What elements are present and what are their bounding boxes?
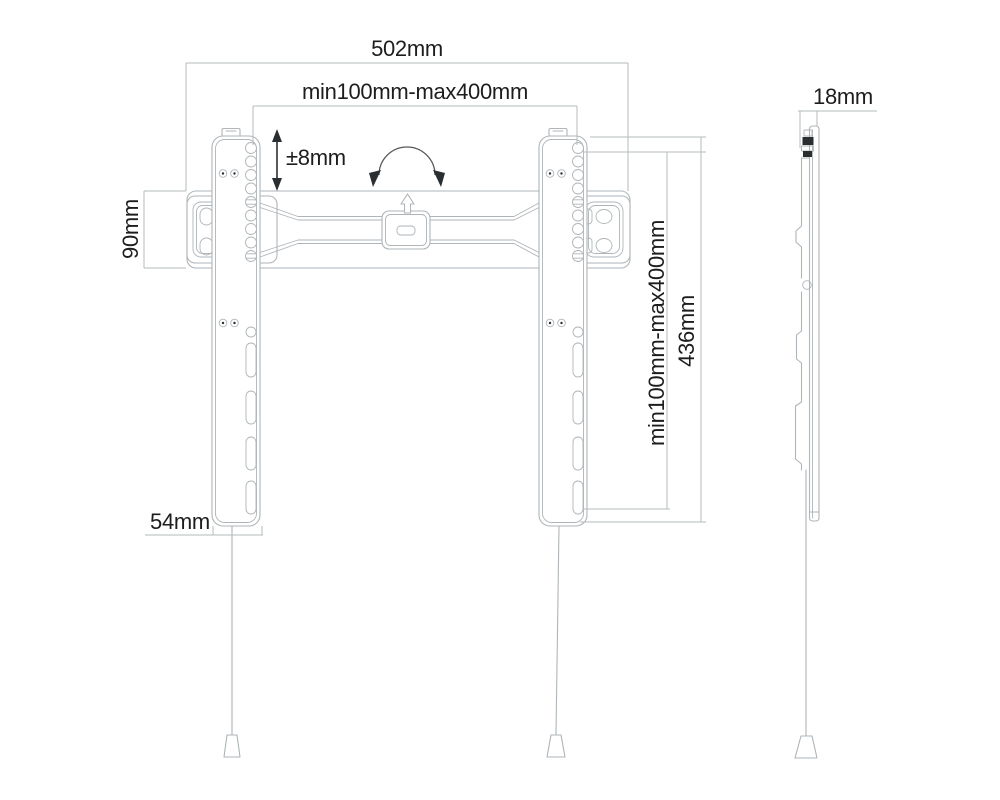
dim-bracket-height: 436mm	[580, 136, 706, 523]
left-bracket-vesa-holes	[245, 142, 257, 262]
dim-overall-width: 502mm	[185, 36, 629, 191]
side-lock-hole	[802, 280, 812, 290]
left-bracket-rivets	[218, 169, 239, 328]
cord-tip-right	[546, 734, 566, 758]
dim-vesa-height: min100mm-max400mm	[584, 151, 706, 510]
front-view: 502mm min100mm-max400mm ±8mm 90mm 54mm m…	[118, 36, 706, 758]
height-adjust-arrow-icon	[272, 129, 282, 191]
dim-wall-plate-height-label: 90mm	[118, 199, 143, 259]
dim-wall-plate-height: 90mm	[118, 190, 186, 269]
side-rear-contour	[795, 157, 810, 279]
dim-vesa-height-label: min100mm-max400mm	[644, 220, 669, 446]
right-bracket-lower-slots	[572, 326, 584, 515]
pull-cord-left	[223, 525, 241, 758]
dim-height-adjustment-label: ±8mm	[286, 145, 346, 170]
side-plate	[808, 125, 820, 522]
side-top-screw	[801, 129, 814, 157]
left-bracket-lower-slots	[245, 326, 257, 515]
center-block-slot	[396, 225, 416, 236]
dim-bracket-height-label: 436mm	[674, 295, 699, 367]
rotation-arrow-icon	[369, 146, 445, 187]
right-bracket	[538, 127, 588, 527]
pull-cord-right	[546, 525, 566, 758]
dim-bracket-width: 54mm	[145, 509, 263, 536]
left-bracket-outline	[211, 135, 261, 527]
dim-vesa-width: min100mm-max400mm	[252, 79, 578, 145]
side-view: 18mm	[794, 84, 877, 759]
right-cap-slot	[595, 238, 613, 253]
dim-profile-depth-label: 18mm	[813, 84, 873, 109]
dim-height-adjustment: ±8mm	[286, 145, 346, 170]
right-bracket-rivets	[545, 169, 566, 328]
dim-profile-depth: 18mm	[798, 84, 877, 148]
right-bracket-outline	[538, 135, 588, 527]
dim-vesa-width-label: min100mm-max400mm	[302, 79, 528, 104]
cord-tip-left	[223, 734, 241, 758]
rail-channel	[259, 202, 540, 258]
dim-overall-width-label: 502mm	[371, 36, 443, 61]
side-cord-tip	[794, 735, 818, 759]
up-arrow-icon	[400, 193, 415, 214]
right-bracket-vesa-holes	[572, 142, 584, 262]
rail-center-block	[381, 210, 431, 250]
side-pull-cord	[794, 469, 818, 759]
right-cap-slot	[595, 209, 613, 224]
side-profile	[794, 125, 820, 759]
left-bracket	[211, 127, 261, 527]
dim-bracket-width-label: 54mm	[150, 509, 210, 534]
